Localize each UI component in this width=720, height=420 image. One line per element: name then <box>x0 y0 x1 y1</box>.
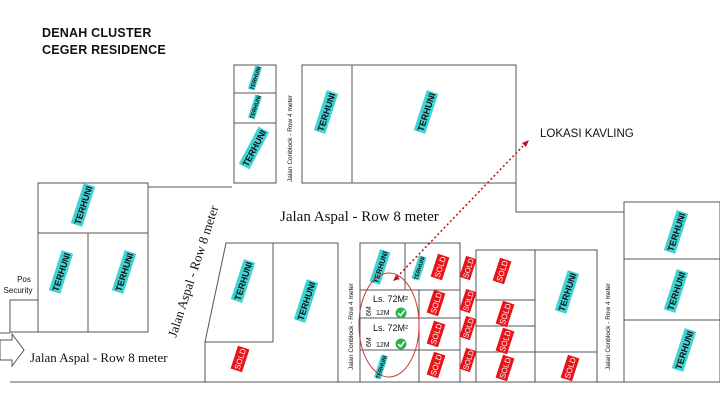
conblock-top-label: Jalan Conblock - Row 4 meter <box>287 94 294 182</box>
entry-arrow-icon <box>0 332 25 368</box>
arrow-head-icon <box>393 275 400 281</box>
main-road-label: Jalan Aspal - Row 8 meter <box>280 209 439 225</box>
sold-badge: SOLD <box>495 354 515 382</box>
sold-badge: SOLD <box>430 253 450 281</box>
arrow-head-icon <box>522 140 529 147</box>
sold-badge: SOLD <box>560 354 580 382</box>
conblock-right-label: Jalan Conblock - Row 4 meter <box>605 282 612 370</box>
kavling-highlight-ellipse <box>358 272 420 378</box>
kavling-area: Ls. 72M² <box>373 323 408 333</box>
sold-badge: SOLD <box>492 257 512 285</box>
sold-badge: SOLD <box>426 320 446 348</box>
svg-text:SOLD: SOLD <box>461 317 476 340</box>
kavling-unit-1[interactable]: Ls. 72M² 12M 6M <box>366 294 408 319</box>
sold-badge: SOLD <box>495 300 515 328</box>
kavling-width: 6M <box>366 337 373 347</box>
sold-badge: SOLD <box>459 255 477 281</box>
sold-badge: SOLD <box>426 351 446 379</box>
sold-badge: SOLD <box>230 345 250 373</box>
plan-title-line2: CEGER RESIDENCE <box>42 43 166 57</box>
plot <box>301 64 517 184</box>
kavling-area: Ls. 72M² <box>373 294 408 304</box>
pos-security-box <box>9 299 39 333</box>
kavling-length: 12M <box>376 310 390 317</box>
check-icon <box>395 307 407 319</box>
sold-badge: SOLD <box>459 288 477 314</box>
svg-text:SOLD: SOLD <box>461 349 476 372</box>
lokasi-pointer-line <box>396 145 524 278</box>
svg-text:SOLD: SOLD <box>461 290 476 313</box>
plot <box>475 249 598 383</box>
conblock-mid-label: Jalan Conblock - Row 4 meter <box>348 282 355 370</box>
check-icon <box>395 338 407 350</box>
kavling-length: 12M <box>376 342 390 349</box>
entry-road-label: Jalan Aspal - Row 8 meter <box>30 350 168 365</box>
kavling-unit-2[interactable]: Ls. 72M² 12M 6M <box>366 323 408 350</box>
check-icon <box>397 310 406 317</box>
plan-title-line1: DENAH CLUSTER <box>42 26 152 40</box>
kavling-width: 6M <box>366 306 373 316</box>
pos-security-label: Security <box>4 286 33 295</box>
sold-badge: SOLD <box>459 315 477 341</box>
lokasi-kavling-label: LOKASI KAVLING <box>540 128 634 140</box>
svg-text:SOLD: SOLD <box>461 257 476 280</box>
plot <box>233 122 277 184</box>
sold-badge: SOLD <box>426 289 446 317</box>
check-icon <box>397 341 406 348</box>
sold-badge: SOLD <box>495 327 515 355</box>
sold-badge: SOLD <box>459 347 477 373</box>
pos-security-label: Pos <box>17 275 31 284</box>
plot <box>204 242 339 383</box>
